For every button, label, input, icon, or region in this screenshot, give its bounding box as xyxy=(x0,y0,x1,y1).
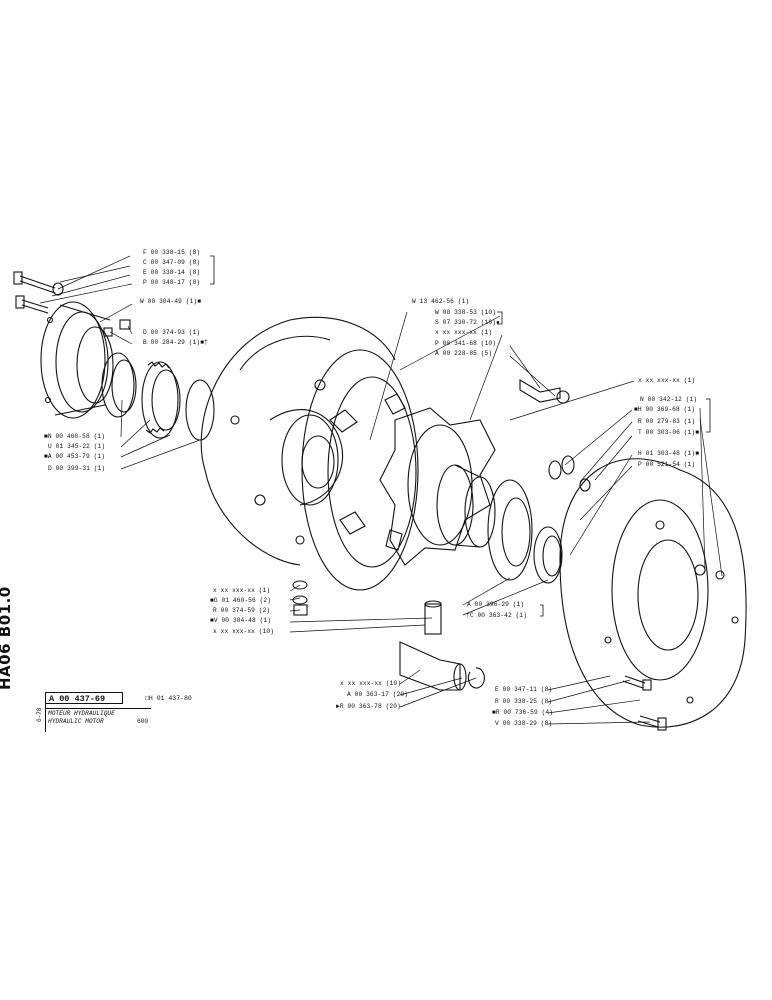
sheet-code: HA06 B01.0 xyxy=(0,586,14,690)
callout: S 07 330-72 (10)● xyxy=(435,319,500,326)
bearing-small xyxy=(185,379,215,441)
callout: R 00 338-25 (8) xyxy=(495,698,553,705)
callout: ■A 00 453-79 (1) xyxy=(44,453,106,460)
callout: V 00 338-29 (8) xyxy=(495,720,553,727)
title-rule xyxy=(45,708,151,709)
callout: ■N 00 460-58 (1) xyxy=(44,433,106,440)
callout: x xx xxx-xx (1) xyxy=(638,377,696,384)
callout: †C 00 363-42 (1) xyxy=(466,612,528,619)
callout: x xx xxx-xx (1) xyxy=(213,587,271,594)
callout: C 00 347-09 (8) xyxy=(143,259,201,266)
screw-1 xyxy=(119,319,131,330)
callout: ■V 00 304-48 (1) xyxy=(210,617,272,624)
seal-ring xyxy=(101,352,137,418)
front-flange xyxy=(559,458,747,728)
callout: ■G 01 460-56 (2) xyxy=(210,597,272,604)
callout: B 00 284-29 (1)■† xyxy=(143,339,208,346)
callout: A 00 396-29 (1) xyxy=(467,601,525,608)
gear-ring xyxy=(141,361,181,439)
flange-bolt-1 xyxy=(622,675,652,691)
callout: E 00 338-14 (8) xyxy=(143,269,201,276)
motor-housing xyxy=(200,316,396,566)
callout: E 00 347-11 (8) xyxy=(495,686,553,693)
callout: x xx xxx-xx (1) xyxy=(435,329,493,336)
callout: A 00 363-17 (20) xyxy=(347,691,409,698)
callout: ■R 00 736-59 (4) xyxy=(492,709,554,716)
callout: R 00 374-59 (2) xyxy=(213,607,271,614)
callout: F 00 338-15 (8) xyxy=(143,249,201,256)
part-number: A 00 437-69 xyxy=(45,692,123,704)
small-bracket xyxy=(519,379,561,403)
callout: W 00 338-53 (10) xyxy=(435,309,497,316)
small-nut xyxy=(292,580,308,616)
bolt-1 xyxy=(13,271,64,296)
plug-fitting xyxy=(548,455,591,492)
shaft-seal xyxy=(533,526,563,584)
callout: x xx xxx-xx (10) xyxy=(340,680,402,687)
sheet-date: 6-78 xyxy=(36,707,43,722)
callout: U 01 345-22 (1) xyxy=(48,443,106,450)
screw-2 xyxy=(103,327,113,337)
callout: ►R 00 363-78 (20) xyxy=(336,703,401,710)
callout: P 00 521-54 (1) xyxy=(638,461,696,468)
output-shaft xyxy=(436,464,496,548)
callout: R 00 279-83 (1) xyxy=(638,418,696,425)
callout: P 00 348-17 (8) xyxy=(143,279,201,286)
rotor-disk xyxy=(301,349,419,591)
alt-part-number: □H 01 437-80 xyxy=(145,695,192,702)
coupling xyxy=(399,641,467,691)
bolt-2 xyxy=(15,295,49,314)
title-english: HYDRAULIC MOTOR xyxy=(48,718,104,725)
callout: T 00 303-06 (1)■ xyxy=(638,429,700,436)
model-number: 600 xyxy=(137,718,149,725)
nut xyxy=(556,390,570,404)
title-french: MOTEUR HYDRAULIQUE xyxy=(48,710,115,717)
flange-bolt-2 xyxy=(637,715,667,731)
callout: W 00 304-49 (1)■ xyxy=(140,298,202,305)
snap-ring xyxy=(467,667,485,689)
callout: W 13 462-56 (1) xyxy=(412,298,470,305)
callout: N 00 342-12 (1) xyxy=(640,396,698,403)
callout: P 00 341-68 (10) xyxy=(435,340,497,347)
callout: A 00 228-85 (5) xyxy=(435,350,493,357)
end-cover xyxy=(40,301,114,419)
title-divider xyxy=(45,692,46,732)
roller-bearing xyxy=(487,479,533,581)
callout: ■H 00 369-68 (1) xyxy=(634,406,696,413)
callout: D 00 374-93 (1) xyxy=(143,329,201,336)
pin xyxy=(424,600,442,635)
callout: H 01 303-48 (1)■ xyxy=(638,450,700,457)
cam-ring xyxy=(379,407,496,566)
callout: D 00 399-31 (1) xyxy=(48,465,106,472)
callout: x xx xxx-xx (10) xyxy=(213,628,275,635)
